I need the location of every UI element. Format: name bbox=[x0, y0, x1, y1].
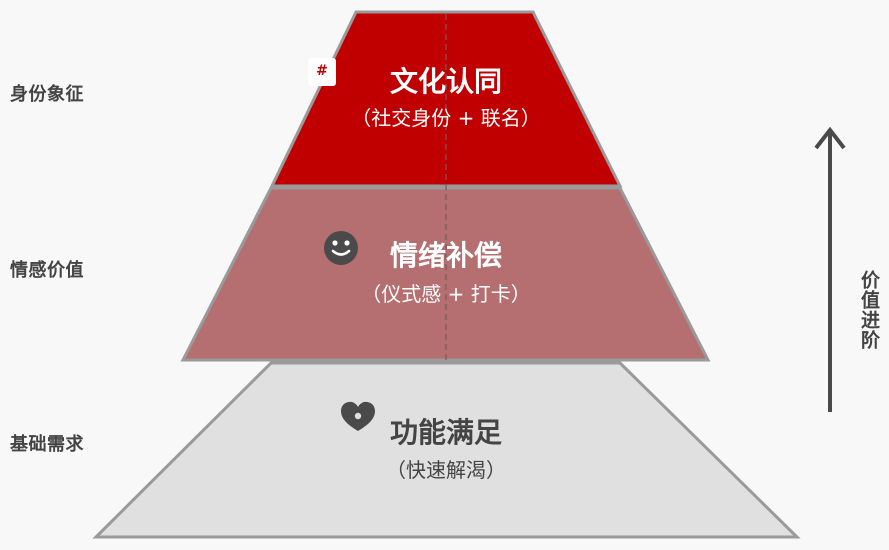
smiley-icon bbox=[324, 231, 358, 265]
axis-label: 价值进阶 bbox=[858, 270, 880, 350]
tier-bottom-subtitle: （快速解渴） bbox=[386, 458, 506, 482]
value-up-arrow-icon bbox=[814, 126, 846, 412]
tier-middle-subtitle: （仪式感 + 打卡） bbox=[361, 282, 531, 306]
tier-top-subtitle: （社交身份 + 联名） bbox=[351, 106, 541, 130]
hash-icon: # bbox=[308, 58, 336, 86]
heart-icon bbox=[341, 401, 375, 431]
side-label-bottom: 基础需求 bbox=[10, 434, 84, 455]
tier-top-title: 文化认同 bbox=[389, 65, 503, 98]
tier-bottom-shape bbox=[92, 361, 801, 539]
tier-bottom-title: 功能满足 bbox=[389, 416, 503, 449]
tier-middle-title: 情绪补偿 bbox=[389, 239, 503, 272]
side-label-top: 身份象征 bbox=[10, 84, 84, 105]
side-label-middle: 情感价值 bbox=[10, 260, 84, 281]
